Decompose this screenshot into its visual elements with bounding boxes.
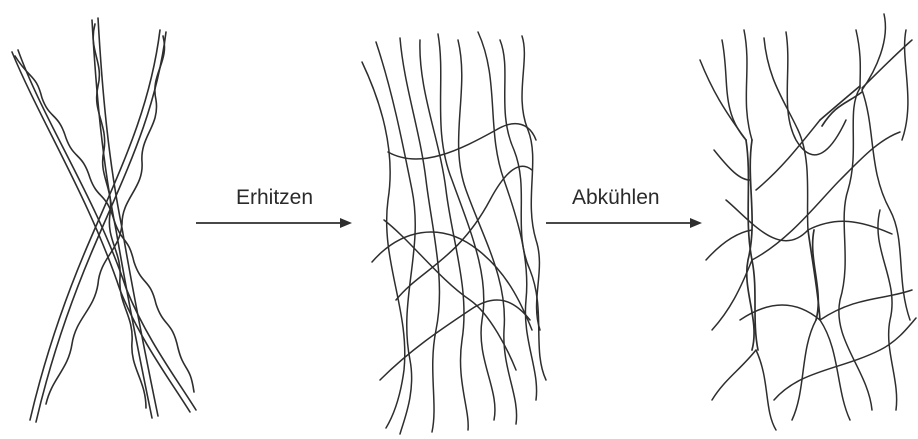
- step-label-heat: Erhitzen: [236, 186, 313, 210]
- panel-triple-helices: [12, 18, 196, 422]
- helix-junction-center: [808, 230, 820, 320]
- arrow-heat: [196, 218, 352, 228]
- step-label-cool: Abkühlen: [572, 186, 660, 210]
- panel-gel-network: [700, 14, 916, 430]
- helix-rope-2: [92, 18, 158, 418]
- arrow-cool: [546, 218, 702, 228]
- helix-junction-top: [820, 86, 862, 126]
- panel-random-coils: [362, 32, 546, 434]
- helix-junction-left: [746, 140, 758, 350]
